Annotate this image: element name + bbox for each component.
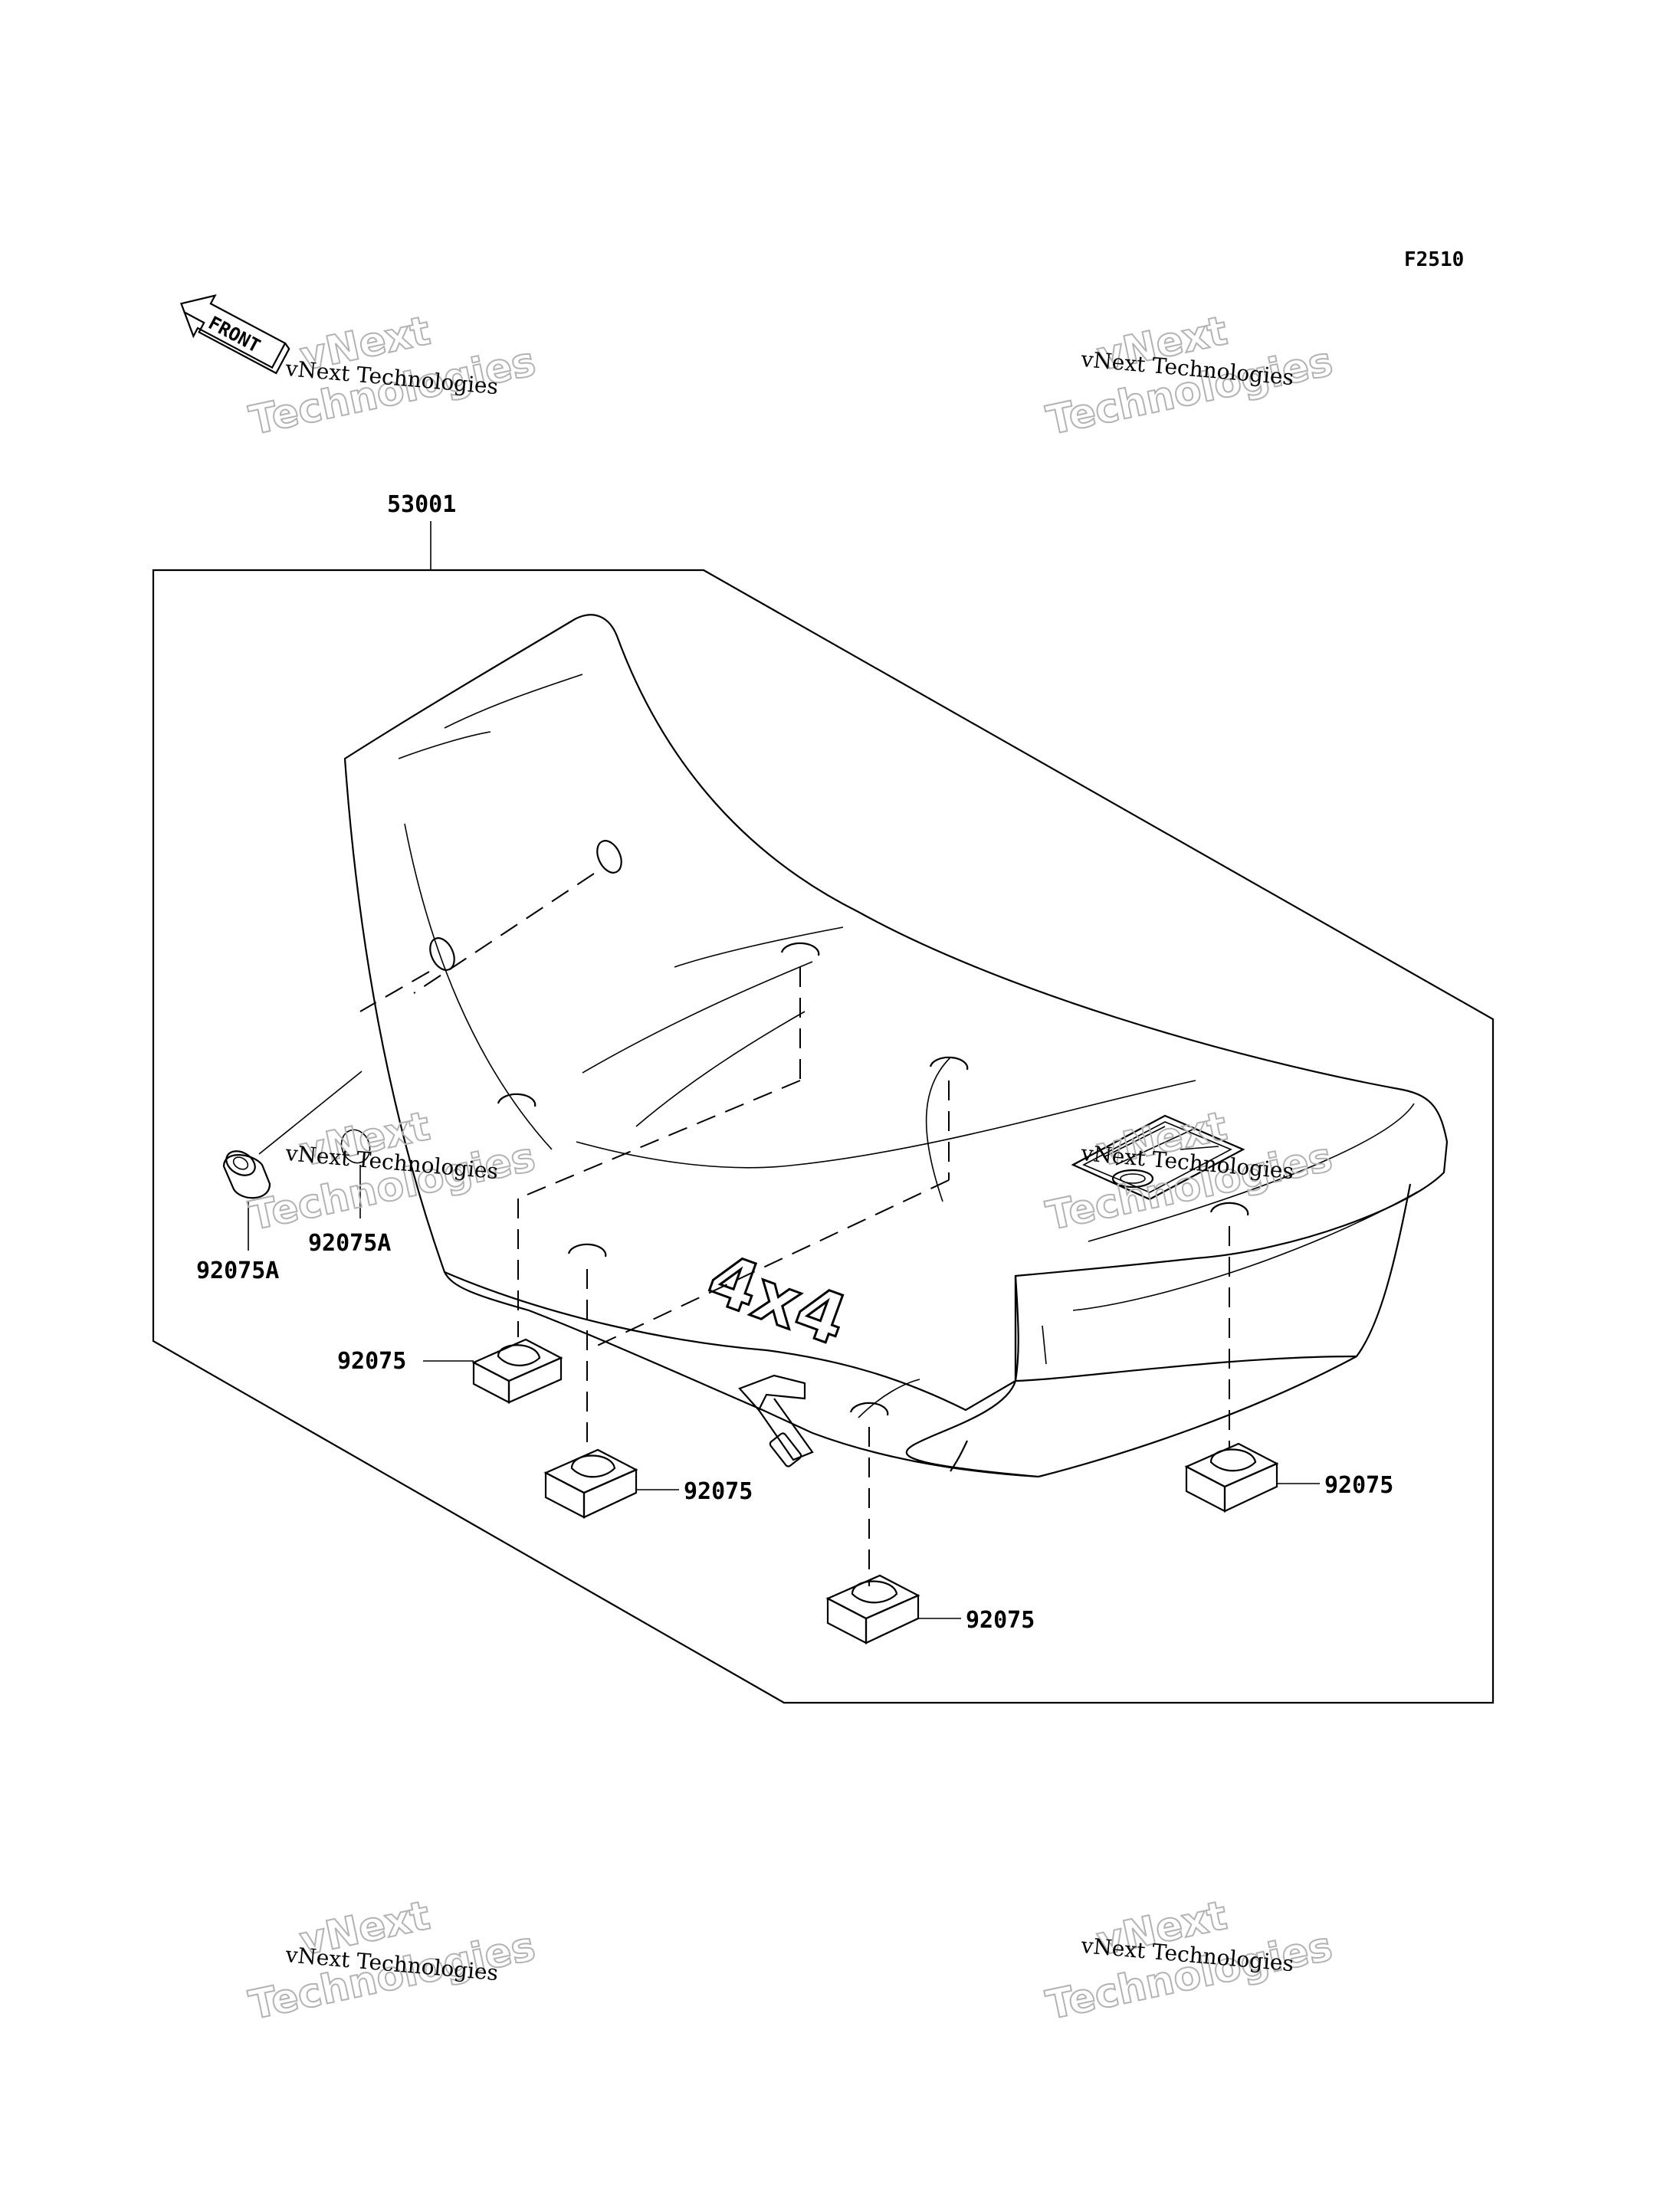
pad-hole-6 — [1209, 1202, 1249, 1216]
assembly-boundary — [152, 569, 1495, 1704]
callout-pad-right: 92075 — [1324, 1472, 1393, 1499]
pad-hole-5 — [849, 1402, 889, 1416]
emblem-4x4-text: 4x4 — [697, 1238, 857, 1362]
cap-92075a-right — [340, 1129, 371, 1164]
emblem-4x4: 4x4 — [697, 1237, 858, 1362]
cap-hole-rear — [429, 937, 455, 971]
rubber-pad-lower-left — [543, 1448, 638, 1519]
pad-hole-1 — [780, 942, 820, 956]
callout-cap-right: 92075A — [308, 1230, 391, 1257]
callout-pad-lower-left: 92075 — [684, 1478, 753, 1505]
callout-pad-bottom: 92075 — [966, 1607, 1035, 1634]
pad-hole-2 — [929, 1056, 969, 1071]
pad-hole-4 — [567, 1243, 607, 1258]
seat-body — [343, 614, 1449, 1478]
figure-code: F2510 — [1404, 248, 1464, 271]
cap-hole-front — [596, 840, 622, 874]
rubber-pad-bottom — [825, 1574, 920, 1644]
cap-left-to-seat-line — [258, 1071, 363, 1155]
assembly-part-number: 53001 — [387, 491, 456, 518]
front-arrow-icon: FRONT — [179, 294, 290, 375]
callout-pad-upper-left: 92075 — [337, 1348, 406, 1375]
rubber-pad-upper-left — [471, 1338, 563, 1404]
pad-hole-3 — [497, 1093, 536, 1107]
caution-label-plate — [1071, 1114, 1245, 1201]
assembly-dash-lines — [359, 873, 1230, 1586]
callout-cap-left: 92075A — [196, 1258, 279, 1284]
cap-92075a-left — [222, 1150, 271, 1199]
mount-holes — [429, 840, 1249, 1416]
rubber-pad-right — [1184, 1442, 1279, 1513]
